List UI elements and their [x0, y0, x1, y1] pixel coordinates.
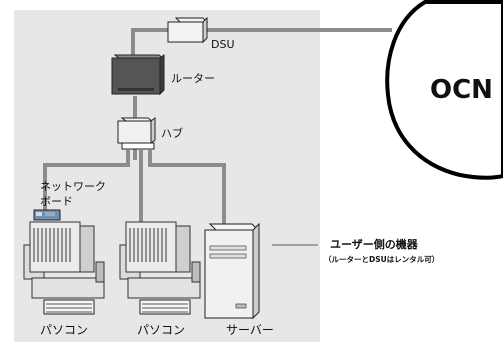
- connection-lines: [43, 28, 392, 235]
- pc-2: [119, 221, 201, 315]
- pc-1: [23, 221, 105, 315]
- dsu-device: [167, 16, 209, 44]
- ocn-cloud: [385, 0, 503, 180]
- pc-2-label: パソコン: [137, 323, 185, 337]
- user-side-title: ユーザー側の機器: [330, 237, 419, 251]
- router-device: [111, 54, 165, 96]
- pc-1-label: パソコン: [40, 323, 88, 337]
- user-side-note: （ルーターとDSUはレンタル可）: [324, 254, 439, 264]
- network-board-label-line1: ネットワーク: [40, 180, 106, 193]
- router-label: ルーター: [171, 72, 215, 85]
- network-board-label-line2: ボード: [40, 195, 73, 208]
- server-label: サーバー: [226, 323, 274, 337]
- network-board: [33, 209, 61, 221]
- hub-label: ハブ: [161, 126, 183, 140]
- dsu-label: DSU: [211, 38, 235, 51]
- ocn-label: OCN: [430, 75, 493, 105]
- hub-device: [117, 117, 156, 150]
- server-device: [204, 222, 260, 320]
